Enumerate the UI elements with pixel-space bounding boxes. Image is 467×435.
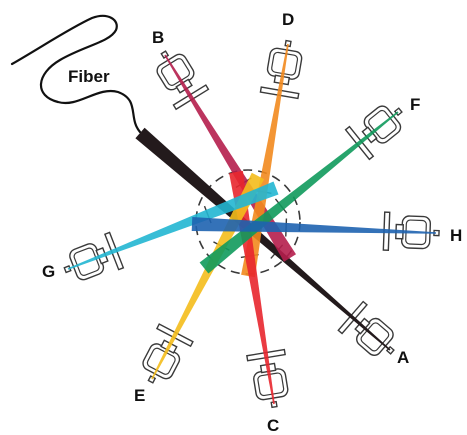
port-label-e: E [134, 386, 145, 405]
port-label-b: B [152, 28, 164, 47]
beam-a [135, 127, 391, 351]
beams [67, 43, 436, 405]
fiber-label: Fiber [68, 67, 110, 86]
beam-h [191, 217, 436, 234]
port-labels: A B C D E F G H [42, 10, 462, 435]
fiber-cable [10, 14, 142, 134]
port-label-h: H [450, 226, 462, 245]
beam-g [67, 181, 279, 270]
beam-f [199, 111, 399, 274]
port-label-c: C [267, 416, 279, 435]
port-label-f: F [410, 95, 420, 114]
port-label-a: A [397, 348, 409, 367]
port-label-d: D [282, 10, 294, 29]
port-label-g: G [42, 262, 55, 281]
beam-d [241, 43, 289, 278]
